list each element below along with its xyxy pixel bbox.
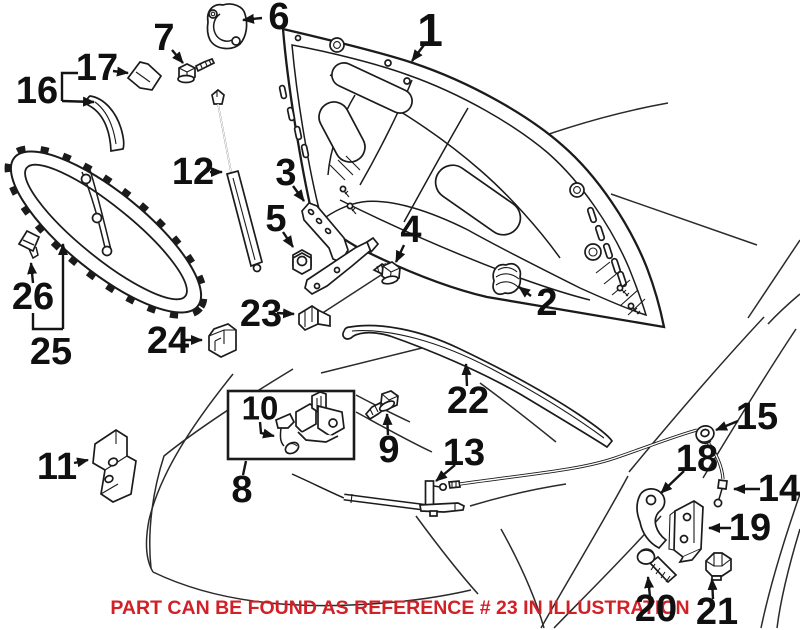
callout-15: 15 (736, 396, 778, 438)
callout-6: 6 (268, 0, 289, 38)
hood-latch (295, 391, 345, 443)
gas-strut (211, 88, 264, 273)
callout-20: 20 (635, 588, 677, 630)
support-bracket (92, 428, 137, 503)
callout-19: 19 (729, 507, 771, 549)
callout-8: 8 (231, 469, 252, 511)
hood-panel (278, 27, 666, 329)
seal-clip (298, 304, 331, 332)
striker-clip (705, 552, 732, 581)
callout-2: 2 (536, 282, 557, 324)
callout-23: 23 (240, 293, 282, 335)
callout-11: 11 (37, 446, 77, 488)
release-lever (636, 488, 668, 550)
callout-3: 3 (275, 152, 296, 194)
seal-strip-small (126, 61, 163, 91)
callout-7: 7 (153, 17, 174, 59)
seal-strip-curved (86, 95, 125, 152)
callout-9: 9 (378, 429, 399, 471)
hinge-bolt (177, 57, 216, 84)
callout-16: 16 (16, 70, 58, 112)
callout-24: 24 (147, 320, 189, 362)
callout-12: 12 (172, 151, 214, 193)
pad-clip (17, 229, 41, 260)
striker-bracket (668, 500, 704, 564)
latch-screw (636, 548, 678, 584)
callout-17: 17 (76, 47, 118, 89)
hood-tip-screws (616, 284, 641, 315)
latch-detail-box (226, 389, 356, 461)
release-cable-front (291, 473, 431, 512)
callout-25: 25 (30, 331, 72, 373)
cowl-seal-strip (342, 324, 614, 449)
callout-1: 1 (417, 4, 443, 56)
callout-22: 22 (447, 380, 489, 422)
hinge-bolt-2 (372, 261, 401, 285)
footer-caption: PART CAN BE FOUND AS REFERENCE # 23 IN I… (110, 597, 689, 619)
release-lever-small (274, 412, 300, 455)
hood-buffer (492, 263, 522, 295)
pad-retainer-clip (208, 323, 237, 358)
release-handle (419, 480, 465, 517)
latch-bolt (364, 390, 399, 421)
callout-14: 14 (758, 468, 800, 510)
callout-5: 5 (265, 198, 286, 240)
callout-26: 26 (12, 276, 54, 318)
callout-21: 21 (696, 591, 738, 630)
hood-corner-screws (339, 185, 357, 215)
callout-4: 4 (400, 209, 421, 251)
hinge-cover (206, 3, 248, 50)
hinge-nut (292, 249, 312, 275)
callout-18: 18 (676, 438, 718, 480)
hood-hinge (301, 201, 380, 296)
callout-10: 10 (242, 390, 279, 427)
cable-grommet (695, 425, 715, 445)
callout-13: 13 (443, 432, 485, 474)
